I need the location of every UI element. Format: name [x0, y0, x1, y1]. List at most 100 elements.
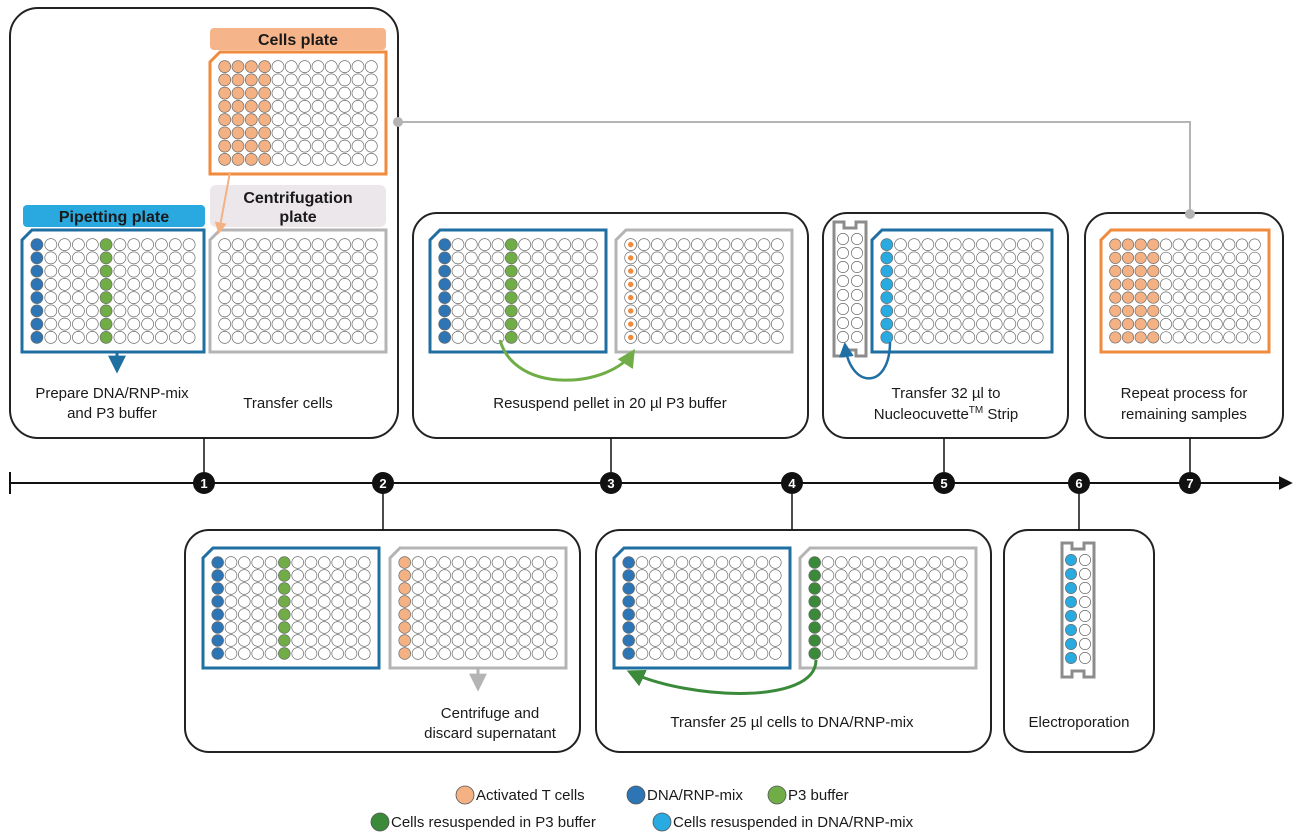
- plate-well: [808, 582, 821, 595]
- plate-well: [411, 621, 425, 634]
- plate-well: [835, 634, 848, 647]
- plate-well: [464, 251, 478, 265]
- plate-well: [635, 647, 649, 660]
- plate-well: [338, 139, 352, 153]
- step2-caption-line1: Centrifuge and: [441, 705, 539, 722]
- cell-pellet-dot: [628, 268, 634, 274]
- plate-well: [244, 100, 258, 113]
- plate-well: [30, 317, 44, 331]
- plate-well: [558, 251, 572, 265]
- timeline-step-1-number: 1: [200, 476, 207, 491]
- plate-well: [284, 153, 298, 166]
- plate-well: [1147, 291, 1160, 304]
- plate-well: [948, 317, 962, 331]
- plate-well: [324, 304, 338, 318]
- plate-well: [311, 317, 325, 331]
- plate-well: [398, 595, 411, 608]
- plate-well: [504, 264, 518, 278]
- plate-well: [702, 556, 715, 569]
- plate-well: [518, 634, 531, 647]
- strip-well: [851, 303, 863, 315]
- plate-well: [757, 238, 771, 251]
- plate-well: [155, 304, 168, 318]
- plate-well: [875, 582, 888, 595]
- plate-well: [757, 317, 771, 331]
- plate-well: [531, 304, 545, 318]
- plate-well: [505, 634, 518, 647]
- plate-well: [571, 317, 585, 331]
- plate-well: [907, 331, 921, 344]
- plate-well: [1159, 265, 1173, 278]
- plate-well: [928, 647, 941, 660]
- plate-well: [324, 86, 338, 100]
- plate-well: [338, 251, 352, 265]
- plate-well: [518, 251, 532, 265]
- plate-well: [962, 264, 976, 278]
- plate-well: [224, 634, 238, 647]
- plate-well: [155, 251, 168, 265]
- plate-well: [318, 647, 331, 660]
- plate-well: [465, 569, 478, 582]
- plate-well: [1109, 304, 1122, 317]
- plate-well: [218, 238, 232, 251]
- plate-well: [1248, 251, 1261, 264]
- plate-well: [398, 647, 411, 660]
- plate-well: [907, 264, 921, 278]
- plate-well: [411, 556, 425, 569]
- plate-well: [338, 113, 352, 126]
- plate-well: [168, 331, 182, 344]
- plate-well: [1197, 278, 1211, 291]
- plate-well: [1235, 331, 1249, 344]
- plate-well: [921, 331, 935, 344]
- plate-well: [1159, 331, 1173, 344]
- plate-well: [1172, 304, 1185, 317]
- plate-well: [113, 278, 127, 291]
- plate-well: [901, 556, 915, 569]
- plate-well: [545, 608, 558, 621]
- plate-well: [689, 582, 702, 595]
- plate-well: [264, 621, 278, 634]
- plate-well: [1017, 317, 1030, 331]
- plate-well: [324, 153, 338, 166]
- plate-well: [770, 304, 784, 318]
- plate-well: [531, 331, 545, 344]
- plate-well: [635, 621, 649, 634]
- plate-well: [504, 278, 518, 291]
- plate-well: [218, 100, 232, 113]
- plate-well: [704, 238, 718, 251]
- plate-well: [85, 238, 99, 251]
- step4-centrifugation-plate: [798, 546, 978, 670]
- plate-well: [861, 582, 875, 595]
- plate-well: [935, 264, 948, 278]
- plate-well: [649, 647, 662, 660]
- plate-well: [218, 317, 232, 331]
- plate-well: [715, 634, 729, 647]
- plate-well: [127, 264, 141, 278]
- plate-well: [411, 608, 425, 621]
- plate-well: [770, 317, 784, 331]
- plate-well: [880, 278, 894, 291]
- plate-well: [518, 278, 532, 291]
- plate-well: [545, 595, 558, 608]
- plate-well: [571, 238, 585, 251]
- plate-well: [244, 251, 258, 265]
- plate-well: [251, 621, 264, 634]
- plate-well: [1185, 265, 1198, 278]
- plate-well: [1003, 278, 1017, 291]
- plate-well: [251, 569, 264, 582]
- centrifugation-plate-label-line1: Centrifugation: [243, 190, 352, 207]
- plate-well: [821, 634, 835, 647]
- plate-well: [364, 238, 378, 251]
- plate-well: [1210, 265, 1223, 278]
- plate-well: [948, 251, 962, 265]
- step5-caption-sup: TM: [969, 405, 983, 416]
- plate-well: [894, 238, 907, 251]
- plate-well: [907, 251, 921, 265]
- plate-well: [518, 264, 532, 278]
- plate-well: [438, 595, 451, 608]
- plate-well: [662, 595, 675, 608]
- plate-well: [571, 278, 585, 291]
- repeat-connector-start-dot: [393, 117, 403, 127]
- plate-well: [675, 621, 689, 634]
